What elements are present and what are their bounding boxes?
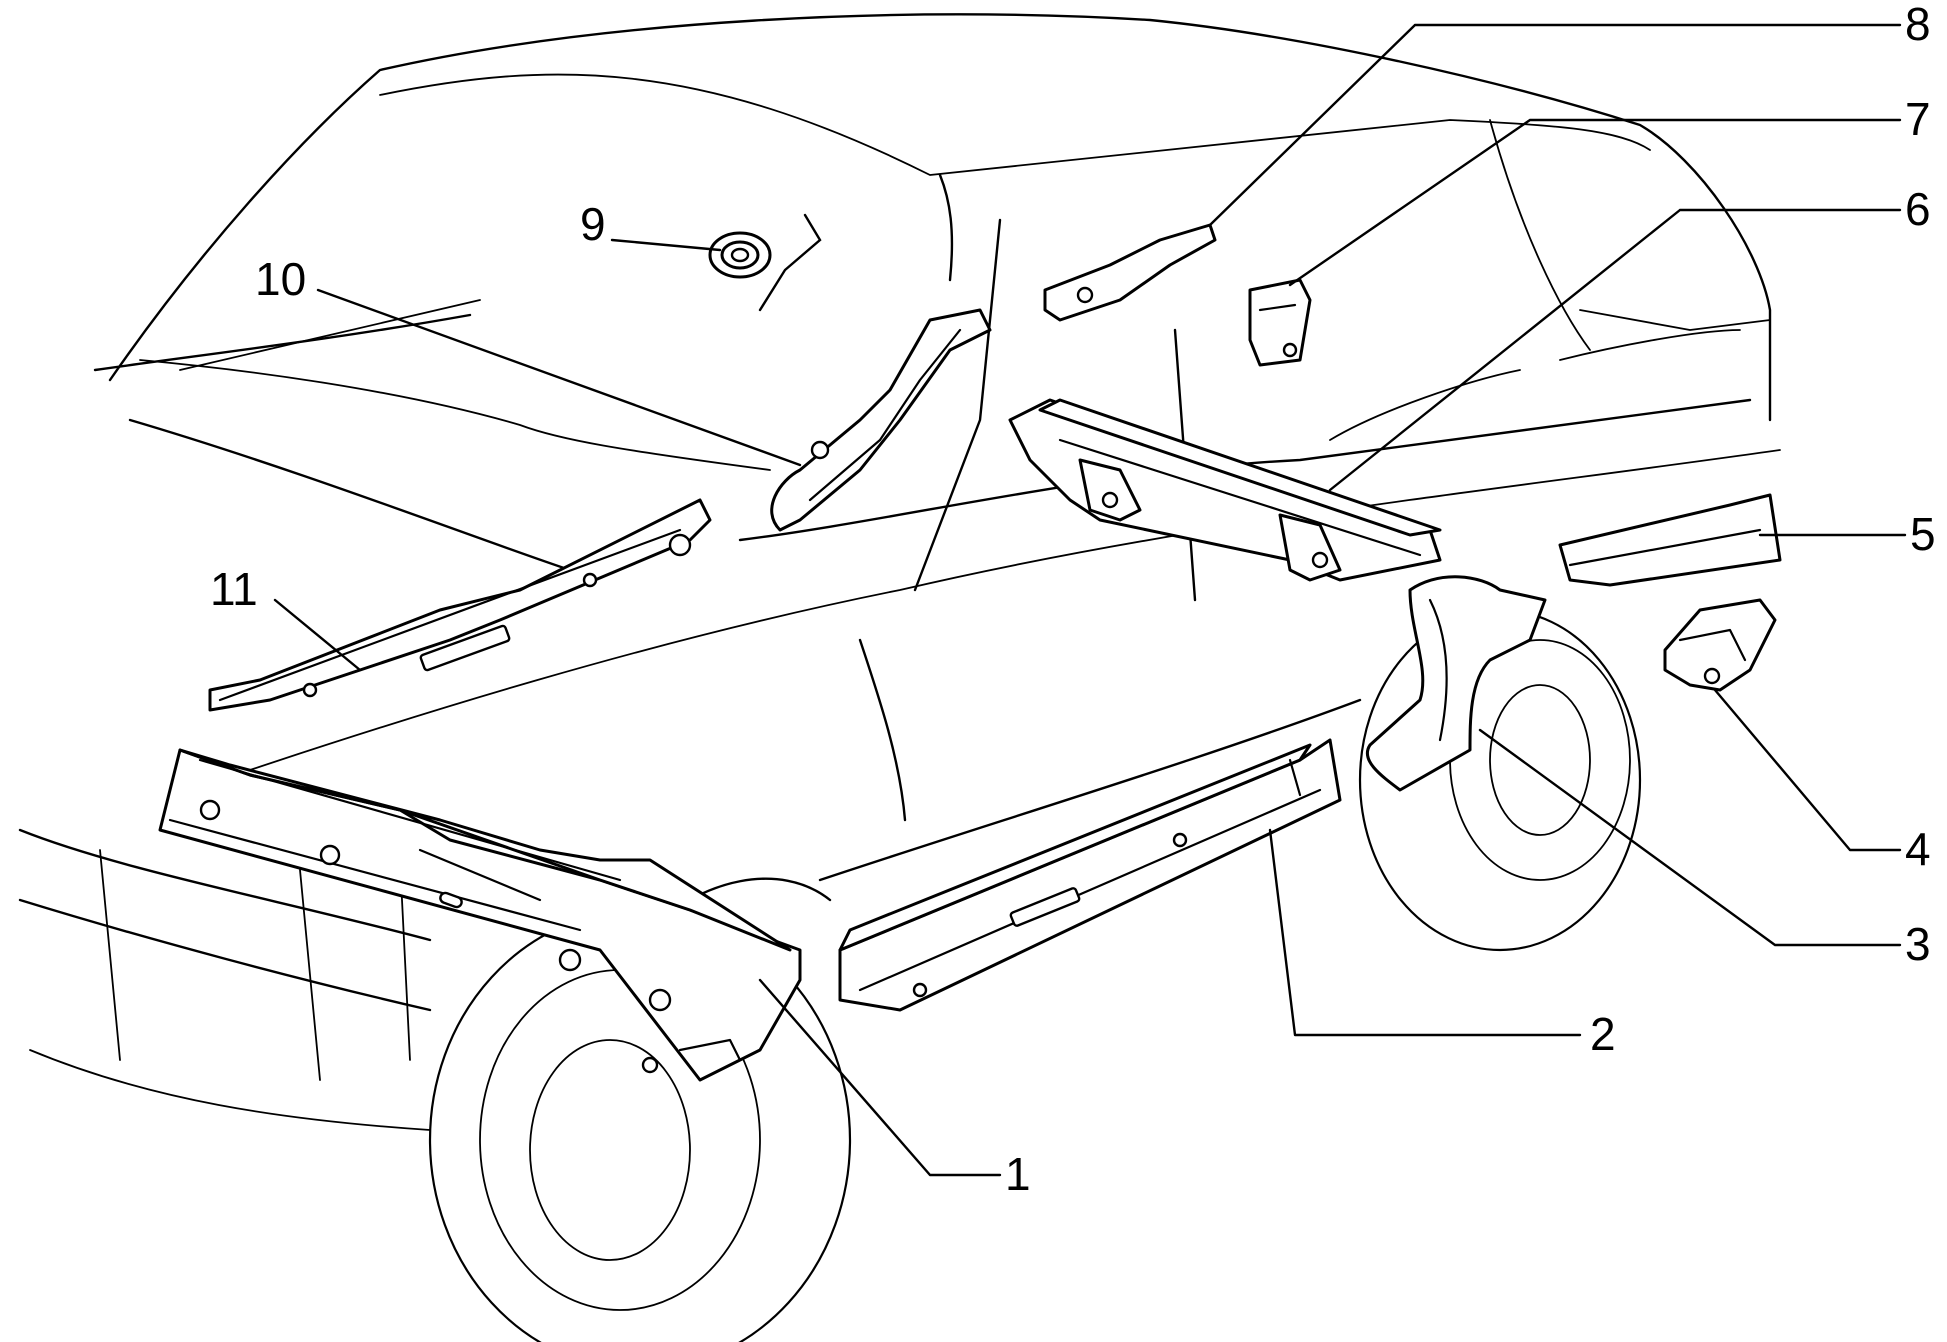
part-9-grommet <box>708 231 772 279</box>
car-body-outline <box>18 13 1781 1131</box>
callout-6: 6 <box>1905 183 1931 235</box>
callout-5: 5 <box>1910 508 1936 560</box>
part-1-front-member <box>158 748 802 1082</box>
leader-4 <box>1713 688 1902 852</box>
callout-1: 1 <box>1005 1148 1031 1200</box>
callout-10: 10 <box>255 253 306 305</box>
callout-labels: 1 2 3 4 5 6 7 8 9 10 11 <box>210 0 1936 1200</box>
leader-2 <box>1268 828 1582 1037</box>
leader-lines <box>273 23 1907 1177</box>
part-5-rear-crossmember <box>1558 493 1782 587</box>
callout-2: 2 <box>1590 1008 1616 1060</box>
callout-3: 3 <box>1905 918 1931 970</box>
leader-7 <box>1288 118 1902 287</box>
callout-8: 8 <box>1905 0 1931 50</box>
leader-11 <box>273 598 362 672</box>
callout-11: 11 <box>210 563 258 615</box>
part-4-rear-bracket <box>1663 598 1777 692</box>
leader-9 <box>610 238 722 252</box>
leader-3 <box>1478 728 1902 947</box>
leader-6 <box>1328 208 1902 492</box>
part-11-front-upper-member <box>208 498 712 712</box>
leader-10 <box>316 288 802 467</box>
part-3-wheel-arch <box>1365 575 1547 792</box>
part-10-pillar-reinforcement <box>770 308 992 532</box>
callout-7: 7 <box>1905 93 1931 145</box>
callout-9: 9 <box>580 198 606 250</box>
part-6-center-crossmember <box>1008 398 1442 582</box>
part-9-pointer <box>758 213 822 312</box>
part-8-upper-reinforcement <box>1043 223 1217 322</box>
part-2-sill-member <box>838 738 1342 1012</box>
leader-1 <box>758 978 1002 1177</box>
part-7-small-bracket <box>1248 278 1312 367</box>
callout-4: 4 <box>1905 823 1931 875</box>
leader-8 <box>1208 23 1902 227</box>
